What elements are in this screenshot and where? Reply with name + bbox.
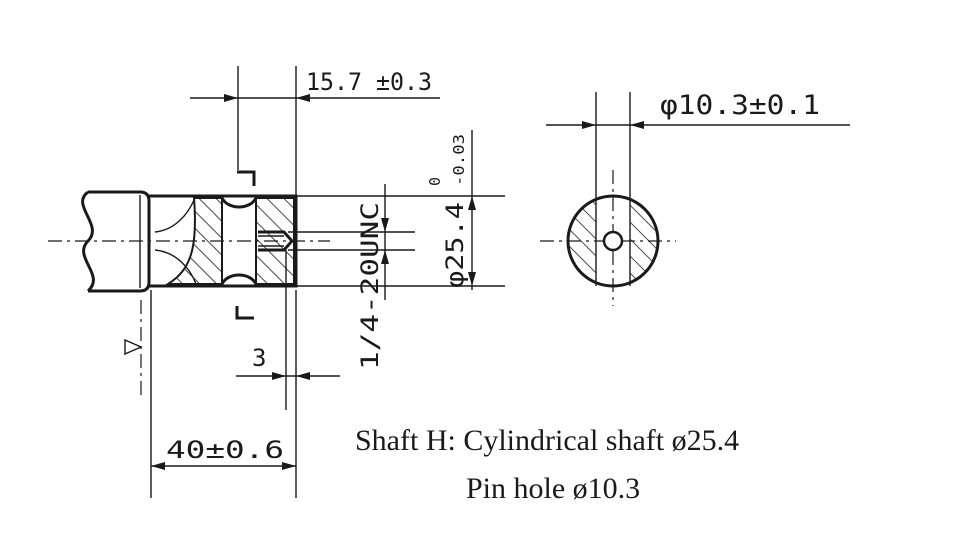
groove-width-label: 15.7 ±0.3: [306, 68, 432, 96]
dimension-pin-hole: φ10.3±0.1: [546, 90, 850, 196]
shaft-diameter-label: φ25.4: [441, 202, 469, 288]
section-marker-bottom: [235, 306, 254, 320]
threaded-hole: [258, 230, 295, 252]
shaft-tolerance-upper: 0: [426, 177, 444, 186]
dimension-thread-offset: 3: [236, 250, 340, 410]
thread-label: 1/4-20UNC: [356, 202, 384, 370]
break-line: [81, 190, 95, 293]
dimension-thread: 1/4-20UNC: [288, 184, 415, 370]
pin-hole: [602, 230, 624, 252]
groove-neck: [220, 197, 258, 285]
pin-hole-diameter-label: φ10.3±0.1: [660, 90, 820, 121]
shaft-body-outline: [149, 194, 298, 288]
section-marker-top: [237, 170, 256, 186]
shaft-length-label: 40±0.6: [166, 436, 284, 464]
shaft-end-view: [540, 170, 676, 306]
dimension-shaft-length: 40±0.6: [150, 290, 297, 498]
caption-line-2: Pin hole ø10.3: [466, 472, 640, 505]
shaft-stub-outline: [88, 190, 151, 293]
shaft-cross-section: [566, 194, 660, 288]
shaft-tolerance-lower: -0.03: [450, 134, 468, 186]
surface-finish-mark: [124, 338, 143, 356]
hatched-section-left: [164, 197, 223, 285]
shaft-side-view: [48, 170, 330, 400]
caption-line-1: Shaft H: Cylindrical shaft ø25.4: [355, 424, 739, 457]
thread-offset-label: 3: [252, 344, 266, 372]
dimension-groove-width: 15.7 ±0.3: [190, 66, 440, 196]
hatched-section-right: [255, 197, 295, 285]
dimension-shaft-diameter: φ25.4 0 -0.03: [296, 130, 505, 290]
